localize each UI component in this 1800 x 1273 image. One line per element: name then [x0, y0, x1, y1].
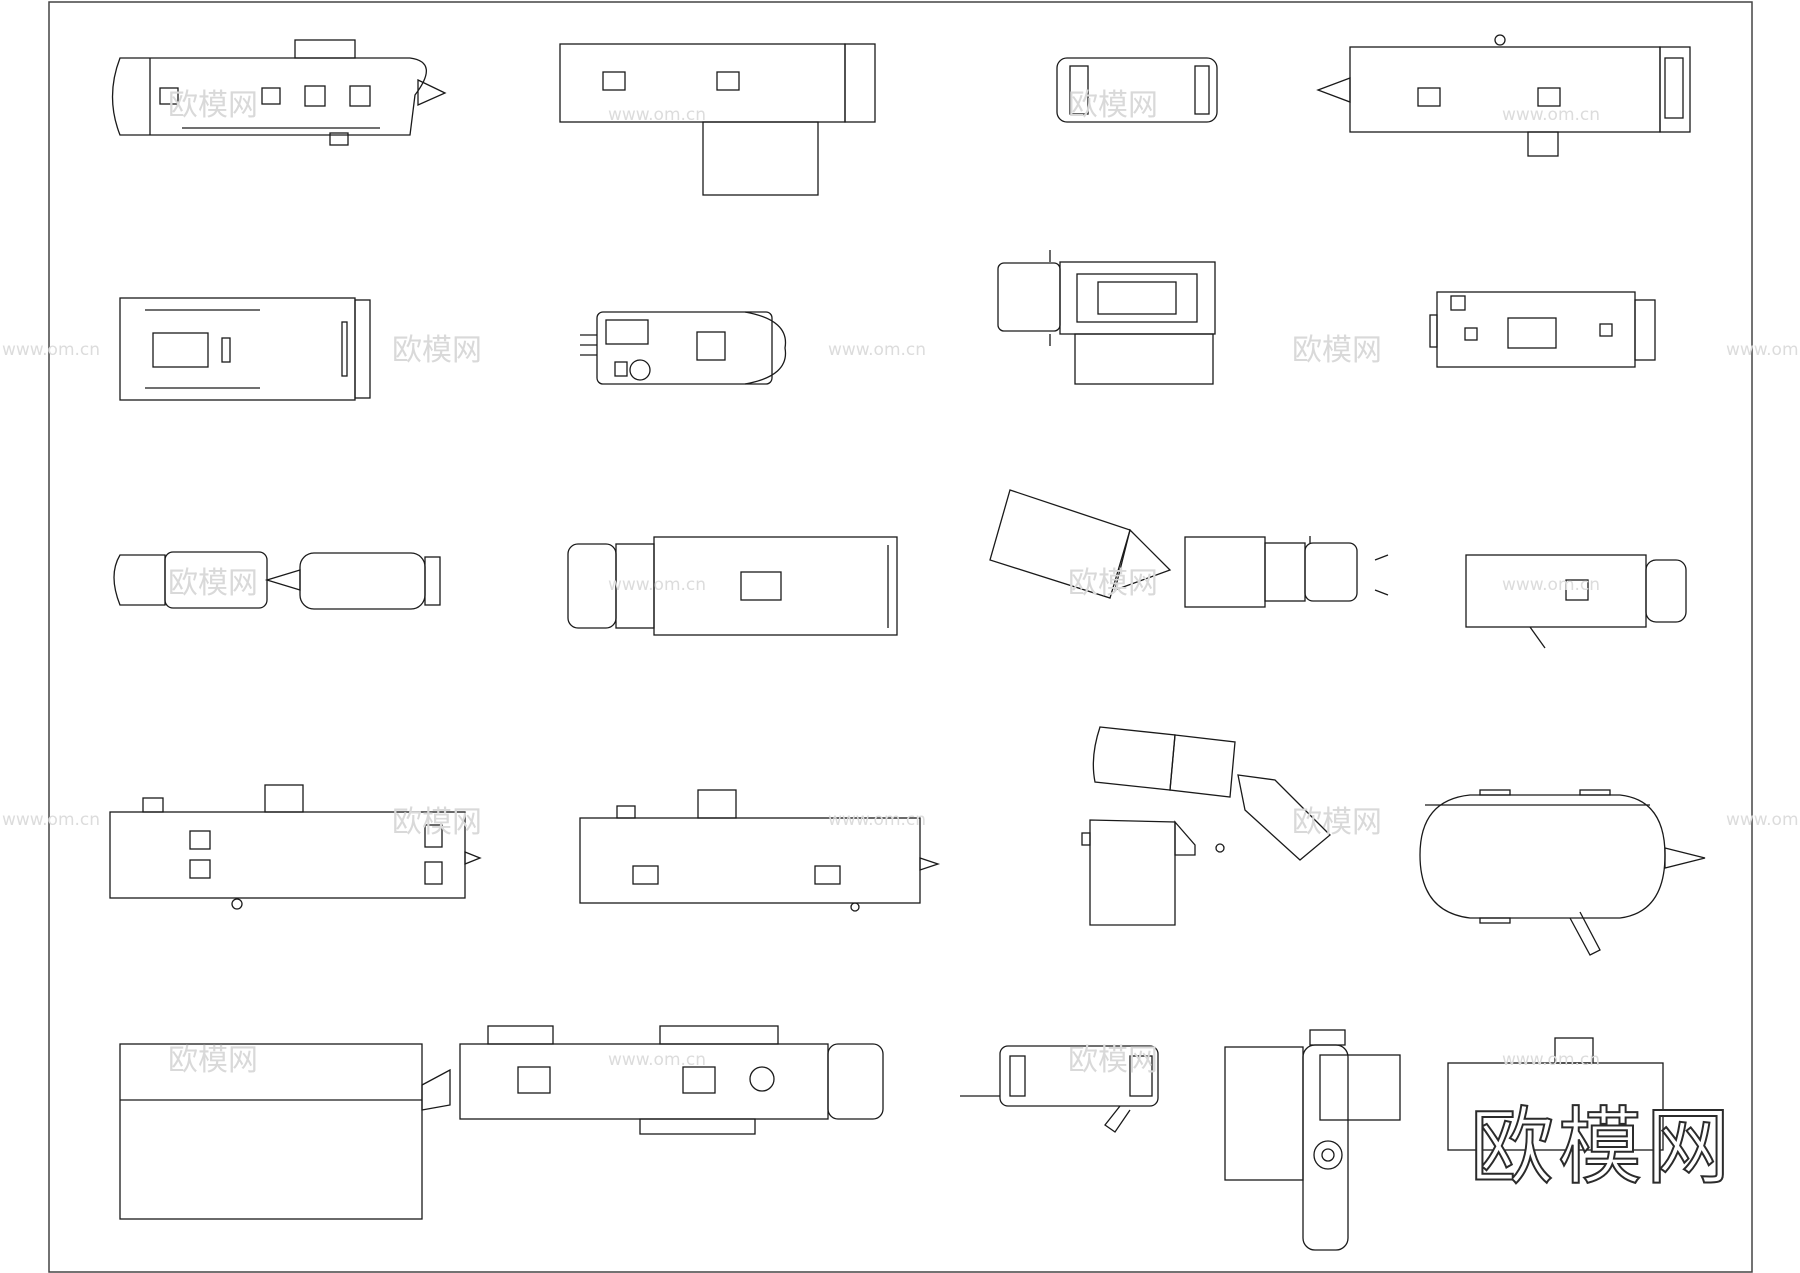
watermark-brand: 欧模网	[1068, 566, 1158, 601]
airstream-trailer-top-1	[111, 39, 447, 146]
tractor-with-tent-top	[119, 1025, 884, 1220]
watermark-url: www.om.cn	[2, 810, 100, 830]
food-truck-awning-top-2	[997, 250, 1216, 385]
car-with-trailer-top	[113, 551, 441, 610]
watermark-brand: 欧模网	[392, 333, 482, 368]
food-truck-awning-top-1	[559, 43, 876, 196]
watermark-brand: 欧模网	[1068, 88, 1158, 123]
watermark-url: www.om.cn	[608, 575, 706, 595]
watermark-brand: 欧模网	[168, 88, 258, 123]
trailer-top-7	[1447, 1037, 1664, 1151]
watermark-brand: 欧模网	[392, 805, 482, 840]
caravan-trailer-top-1	[1316, 34, 1691, 157]
box-truck-top	[567, 536, 898, 636]
watermark-url: www.om.cn	[608, 105, 706, 125]
watermark-brand: 欧模网	[168, 1043, 258, 1078]
watermark-url: www.om.cn	[1726, 810, 1800, 830]
watermark-url: www.om.cn	[2, 340, 100, 360]
drawing-frame	[48, 1, 1753, 1273]
watermark-layer: 欧模网 www.om.cn 欧模网 www.om.cn www.om.cn 欧模…	[2, 88, 1800, 1078]
watermark-url: www.om.cn	[1502, 575, 1600, 595]
watermark-brand: 欧模网	[1292, 333, 1382, 368]
watermark-url: www.om.cn	[1502, 1050, 1600, 1070]
tractor-with-canopy-top	[1224, 1029, 1401, 1251]
truck-towing-angled-trailer	[989, 489, 1389, 608]
van-top-1	[1056, 57, 1218, 123]
watermark-url: www.om.cn	[828, 340, 926, 360]
caravan-trailer-top-5	[109, 784, 482, 910]
rounded-camper-trailer-top	[1419, 789, 1706, 956]
trailer-top-2	[119, 297, 371, 401]
caravan-trailer-top-6	[579, 789, 941, 912]
watermark-url: www.om.cn	[608, 1050, 706, 1070]
trailer-top-3	[1429, 291, 1656, 368]
truck-with-unit-angled	[1081, 726, 1331, 926]
trailer-top-4	[1465, 554, 1687, 649]
van-top-2	[580, 311, 787, 385]
watermark-url: www.om.cn	[1502, 105, 1600, 125]
brand-logo: 欧模网	[1469, 1097, 1735, 1197]
van-top-3	[960, 1045, 1159, 1133]
watermark-url: www.om.cn	[1726, 340, 1800, 360]
watermark-url: www.om.cn	[828, 810, 926, 830]
watermark-brand: 欧模网	[1292, 805, 1382, 840]
watermark-brand: 欧模网	[1068, 1043, 1158, 1078]
watermark-brand: 欧模网	[168, 566, 258, 601]
